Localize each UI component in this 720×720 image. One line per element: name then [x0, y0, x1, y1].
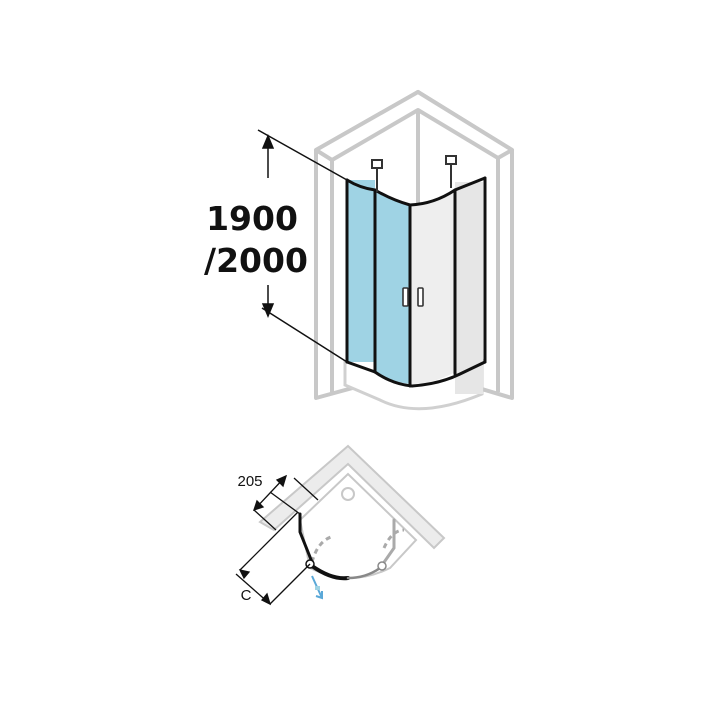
fixed-glass-panels [347, 180, 483, 394]
door-swing-path-right [382, 528, 405, 549]
door-handle-icon [402, 287, 424, 307]
perspective-view: 1900 /2000 [204, 90, 514, 411]
right-fixed-glass [455, 182, 483, 394]
curved-doors [375, 190, 455, 384]
plan-dimension-label: 205 [237, 473, 262, 490]
right-door-glass [410, 190, 455, 384]
plan-view: 205 C [235, 444, 446, 606]
dimension-c [235, 511, 311, 606]
enclosure-frame [345, 176, 487, 388]
left-fixed-glass [347, 180, 375, 362]
height-label-line2: /2000 [204, 241, 308, 280]
wall-bracket-icon [371, 155, 457, 192]
plan-walls [258, 444, 446, 550]
height-dimension [257, 129, 348, 363]
plan-enclosure [298, 512, 396, 581]
left-door-glass [375, 190, 410, 384]
opening-direction-arrow-icon [311, 575, 323, 600]
plan-variable-label: C [241, 587, 252, 604]
height-label-line1: 1900 [206, 199, 298, 238]
door-swing-path [310, 534, 335, 563]
dimension-205 [252, 474, 319, 531]
